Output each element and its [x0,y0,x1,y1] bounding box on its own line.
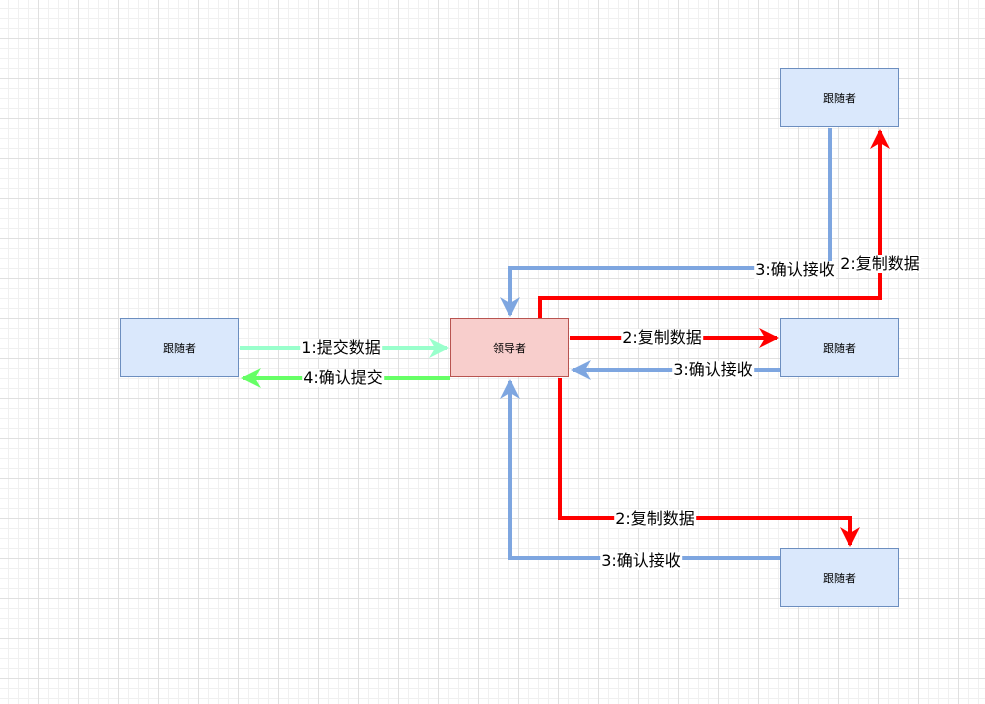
node-label: 跟随者 [823,91,856,105]
follower-bottom-node[interactable]: 跟随者 [780,548,899,607]
edge-ack-top [500,128,832,317]
edge-ack-bottom [500,379,780,560]
follower-top-node[interactable]: 跟随者 [780,68,899,127]
node-label: 跟随者 [163,341,196,355]
leader-node[interactable]: 领导者 [450,318,569,377]
edge-label-replicate-bottom: 2:复制数据 [614,509,696,528]
node-label: 领导者 [493,341,526,355]
edge-label-replicate-mid: 2:复制数据 [621,328,703,347]
edge-replicate-top [538,129,890,318]
follower-mid-node[interactable]: 跟随者 [780,318,899,377]
edge-label-confirm-submit: 4:确认提交 [302,368,384,387]
edge-label-ack-mid: 3:确认接收 [672,360,754,379]
node-label: 跟随者 [823,341,856,355]
edge-label-ack-bottom: 3:确认接收 [600,551,682,570]
edge-label-ack-top: 3:确认接收 [754,260,836,279]
edge-replicate-bottom [558,378,860,547]
follower-left-node[interactable]: 跟随者 [120,318,239,377]
node-label: 跟随者 [823,571,856,585]
edge-label-submit: 1:提交数据 [300,338,382,357]
edge-label-replicate-top: 2:复制数据 [839,254,921,273]
